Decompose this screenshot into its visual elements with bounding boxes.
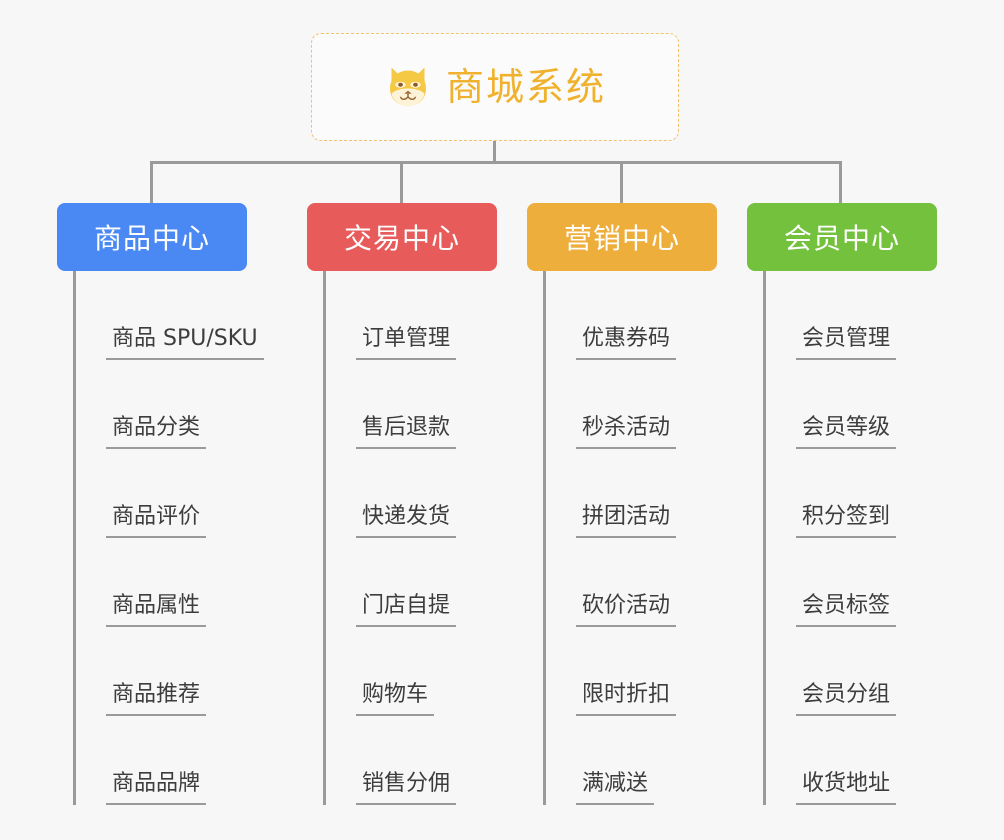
leaf-label: 门店自提 <box>356 592 457 627</box>
leaf-label: 优惠券码 <box>576 325 677 360</box>
leaf-item[interactable]: 商品分类 <box>76 360 247 449</box>
leaf-label: 售后退款 <box>356 414 457 449</box>
leaf-item[interactable]: 会员分组 <box>766 627 937 716</box>
leaf-item[interactable]: 商品品牌 <box>76 716 247 805</box>
leaf-item[interactable]: 秒杀活动 <box>546 360 717 449</box>
leaf-label: 积分签到 <box>796 503 897 538</box>
category-header-3[interactable]: 营销中心 <box>527 203 717 271</box>
root-title: 商城系统 <box>445 65 606 109</box>
category-column-3: 营销中心 优惠券码 秒杀活动 拼团活动 砍价活动 限时折扣 满减送 <box>527 203 717 805</box>
leaf-label: 会员管理 <box>796 325 897 360</box>
leaf-list-1: 商品 SPU/SKU 商品分类 商品评价 商品属性 商品推荐 商品品牌 <box>73 271 264 805</box>
leaf-label: 商品分类 <box>106 414 207 449</box>
leaf-label: 拼团活动 <box>576 503 677 538</box>
leaf-item[interactable]: 门店自提 <box>326 538 497 627</box>
connector-drop-1 <box>150 161 153 203</box>
leaf-item[interactable]: 会员管理 <box>766 271 937 360</box>
leaf-item[interactable]: 会员标签 <box>766 538 937 627</box>
leaf-label: 商品品牌 <box>106 770 207 805</box>
connector-drop-3 <box>620 161 623 203</box>
leaf-label: 收货地址 <box>796 770 897 805</box>
category-column-4: 会员中心 会员管理 会员等级 积分签到 会员标签 会员分组 收货地址 <box>747 203 937 805</box>
leaf-item[interactable]: 限时折扣 <box>546 627 717 716</box>
connector-horizontal-bus <box>150 161 842 164</box>
leaf-item[interactable]: 销售分佣 <box>326 716 497 805</box>
leaf-list-2: 订单管理 售后退款 快递发货 门店自提 购物车 销售分佣 <box>323 271 497 805</box>
leaf-label: 购物车 <box>356 681 435 716</box>
leaf-list-3: 优惠券码 秒杀活动 拼团活动 砍价活动 限时折扣 满减送 <box>543 271 717 805</box>
leaf-label: 订单管理 <box>356 325 457 360</box>
leaf-label: 秒杀活动 <box>576 414 677 449</box>
category-header-2[interactable]: 交易中心 <box>307 203 497 271</box>
leaf-label: 商品属性 <box>106 592 207 627</box>
leaf-item[interactable]: 商品推荐 <box>76 627 247 716</box>
leaf-item[interactable]: 收货地址 <box>766 716 937 805</box>
leaf-list-4: 会员管理 会员等级 积分签到 会员标签 会员分组 收货地址 <box>763 271 937 805</box>
leaf-item[interactable]: 会员等级 <box>766 360 937 449</box>
category-column-1: 商品中心 商品 SPU/SKU 商品分类 商品评价 商品属性 商品推荐 商品品牌 <box>57 203 264 805</box>
leaf-item[interactable]: 商品评价 <box>76 449 247 538</box>
leaf-item[interactable]: 售后退款 <box>326 360 497 449</box>
leaf-label: 限时折扣 <box>576 681 677 716</box>
root-node[interactable]: 商城系统 <box>311 33 679 141</box>
leaf-label: 会员等级 <box>796 414 897 449</box>
leaf-label: 会员标签 <box>796 592 897 627</box>
leaf-item[interactable]: 快递发货 <box>326 449 497 538</box>
leaf-item[interactable]: 积分签到 <box>766 449 937 538</box>
leaf-label: 砍价活动 <box>576 592 677 627</box>
leaf-label: 商品推荐 <box>106 681 207 716</box>
connector-drop-4 <box>839 161 842 203</box>
shiba-dog-face-icon <box>389 67 426 106</box>
leaf-item[interactable]: 拼团活动 <box>546 449 717 538</box>
leaf-item[interactable]: 商品 SPU/SKU <box>76 271 264 360</box>
connector-drop-2 <box>400 161 403 203</box>
leaf-item[interactable]: 购物车 <box>326 627 497 716</box>
leaf-item[interactable]: 砍价活动 <box>546 538 717 627</box>
category-header-4[interactable]: 会员中心 <box>747 203 937 271</box>
leaf-item[interactable]: 订单管理 <box>326 271 497 360</box>
connector-root-stem <box>493 141 496 162</box>
leaf-label: 快递发货 <box>356 503 457 538</box>
leaf-label: 会员分组 <box>796 681 897 716</box>
leaf-label: 商品评价 <box>106 503 207 538</box>
leaf-item[interactable]: 商品属性 <box>76 538 247 627</box>
leaf-label: 满减送 <box>576 770 655 805</box>
category-column-2: 交易中心 订单管理 售后退款 快递发货 门店自提 购物车 销售分佣 <box>307 203 497 805</box>
leaf-item[interactable]: 满减送 <box>546 716 717 805</box>
leaf-item[interactable]: 优惠券码 <box>546 271 717 360</box>
leaf-label: 销售分佣 <box>356 770 457 805</box>
leaf-label: 商品 SPU/SKU <box>106 325 264 360</box>
category-header-1[interactable]: 商品中心 <box>57 203 247 271</box>
